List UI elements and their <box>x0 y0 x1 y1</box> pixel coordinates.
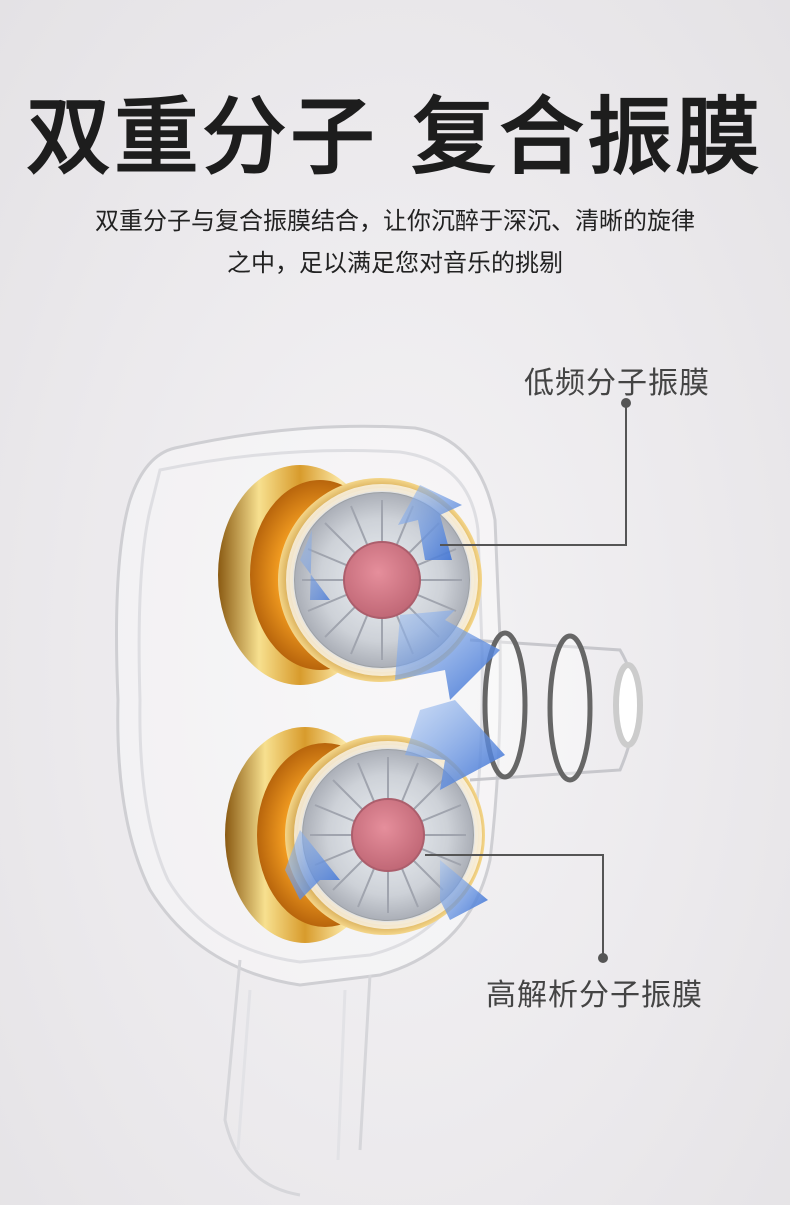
high-resolution-driver <box>225 727 485 943</box>
airflow-arrows <box>285 485 505 920</box>
subtitle-line-2: 之中，足以满足您对音乐的挑剔 <box>227 249 563 277</box>
callout-low-frequency-label: 低频分子振膜 <box>524 366 710 401</box>
earphone-nozzle <box>469 630 643 783</box>
page-subtitle: 双重分子与复合振膜结合，让你沉醉于深沉、清晰的旋律 之中，足以满足您对音乐的挑剔 <box>60 200 730 284</box>
callout-line-low <box>440 398 631 546</box>
callout-line-high <box>425 854 608 963</box>
page-title: 双重分子 复合振膜 <box>26 88 764 186</box>
subtitle-line-1: 双重分子与复合振膜结合，让你沉醉于深沉、清晰的旋律 <box>95 207 695 235</box>
callout-high-resolution-label: 高解析分子振膜 <box>486 978 703 1013</box>
callout-lines <box>425 398 631 963</box>
